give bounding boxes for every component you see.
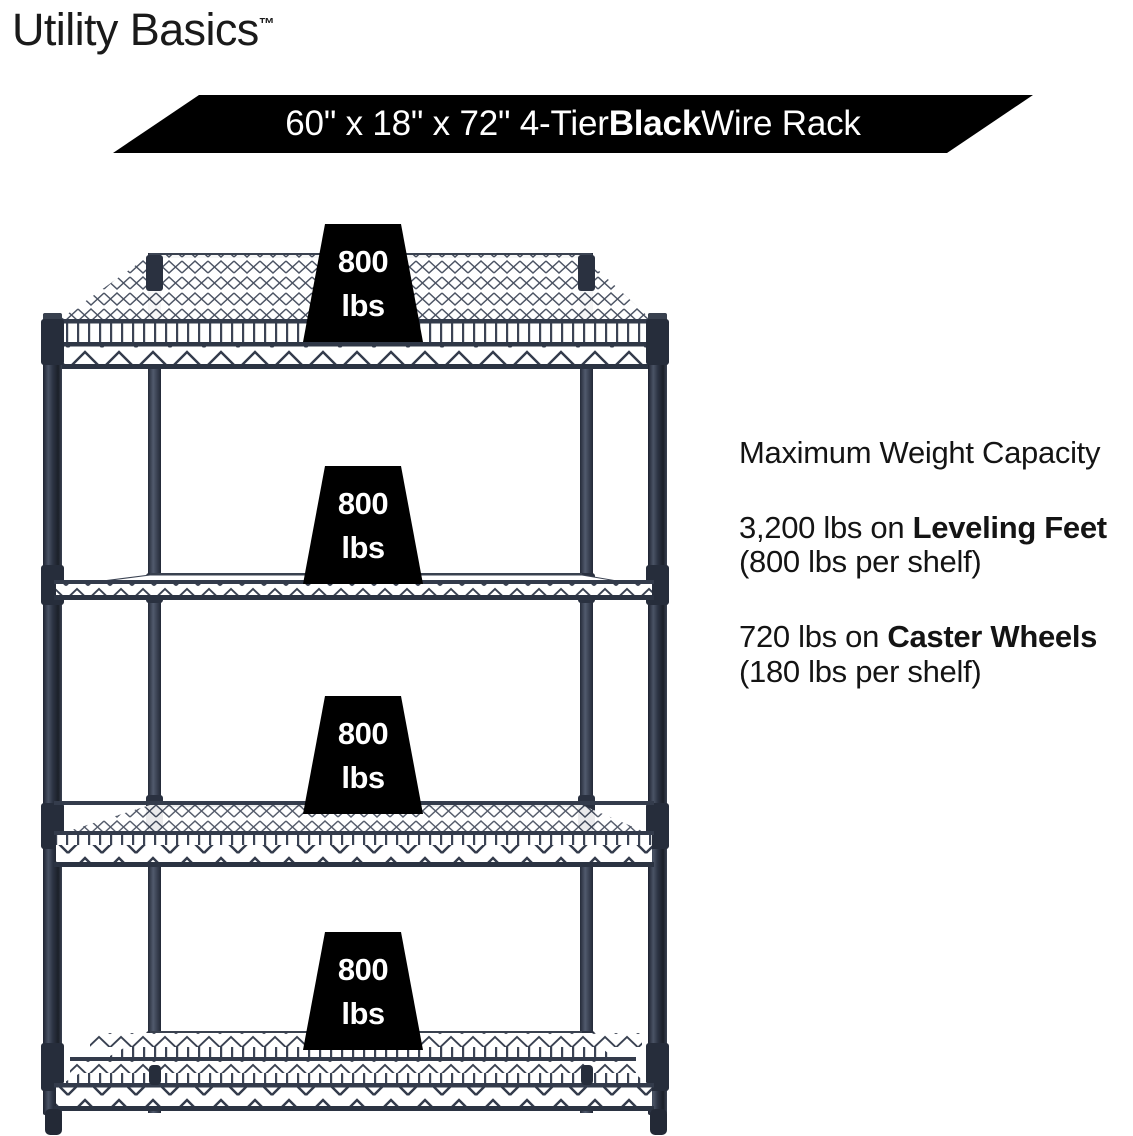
leveling-bold: Leveling Feet xyxy=(912,509,1108,545)
front-left-post xyxy=(43,313,62,1115)
banner-text-bold: Black xyxy=(608,104,702,143)
product-title-banner: 60" x 18" x 72" 4-Tier Black Wire Rack xyxy=(113,95,1033,153)
banner-text-prefix: 60" x 18" x 72" 4-Tier xyxy=(285,104,609,143)
weight-value: 800 xyxy=(337,485,389,521)
product-title-text: 60" x 18" x 72" 4-Tier Black Wire Rack xyxy=(113,95,1033,153)
rear-right-post xyxy=(580,253,593,1113)
weight-callout-shelf-4: 800 lbs xyxy=(303,932,423,1050)
capacity-copy-block: Maximum Weight Capacity 3,200 lbs on Lev… xyxy=(739,435,1133,690)
brand-name: Utility Basics xyxy=(12,4,259,55)
weight-callout-shelf-2: 800 lbs xyxy=(303,466,423,584)
leveling-feet xyxy=(45,1065,667,1135)
caster-bold: Caster Wheels xyxy=(887,619,1098,655)
capacity-heading: Maximum Weight Capacity xyxy=(739,435,1101,470)
front-right-post xyxy=(648,313,667,1115)
weight-value: 800 xyxy=(337,951,389,987)
leveling-tail: (800 lbs per shelf) xyxy=(739,544,982,580)
caster-lead: 720 lbs on xyxy=(739,619,888,655)
weight-value: 800 xyxy=(337,243,389,279)
weight-value: 800 xyxy=(337,715,389,751)
rear-left-post xyxy=(148,253,161,1113)
weight-callout-shelf-1: 800 lbs xyxy=(303,224,423,342)
weight-unit: lbs xyxy=(341,995,385,1031)
weight-unit: lbs xyxy=(341,287,385,323)
weight-unit: lbs xyxy=(341,759,385,795)
brand-logo: Utility Basics™ xyxy=(12,4,275,56)
caster-wheels-capacity: 720 lbs on Caster Wheels (180 lbs per sh… xyxy=(739,619,1133,689)
trademark-symbol: ™ xyxy=(258,16,275,33)
leveling-feet-capacity: 3,200 lbs on Leveling Feet (800 lbs per … xyxy=(739,509,1133,580)
caster-tail: (180 lbs per shelf) xyxy=(739,653,982,689)
weight-callout-shelf-3: 800 lbs xyxy=(303,696,423,814)
weight-unit: lbs xyxy=(341,529,385,565)
leveling-lead: 3,200 lbs on xyxy=(739,509,913,545)
banner-text-suffix: Wire Rack xyxy=(701,104,861,143)
